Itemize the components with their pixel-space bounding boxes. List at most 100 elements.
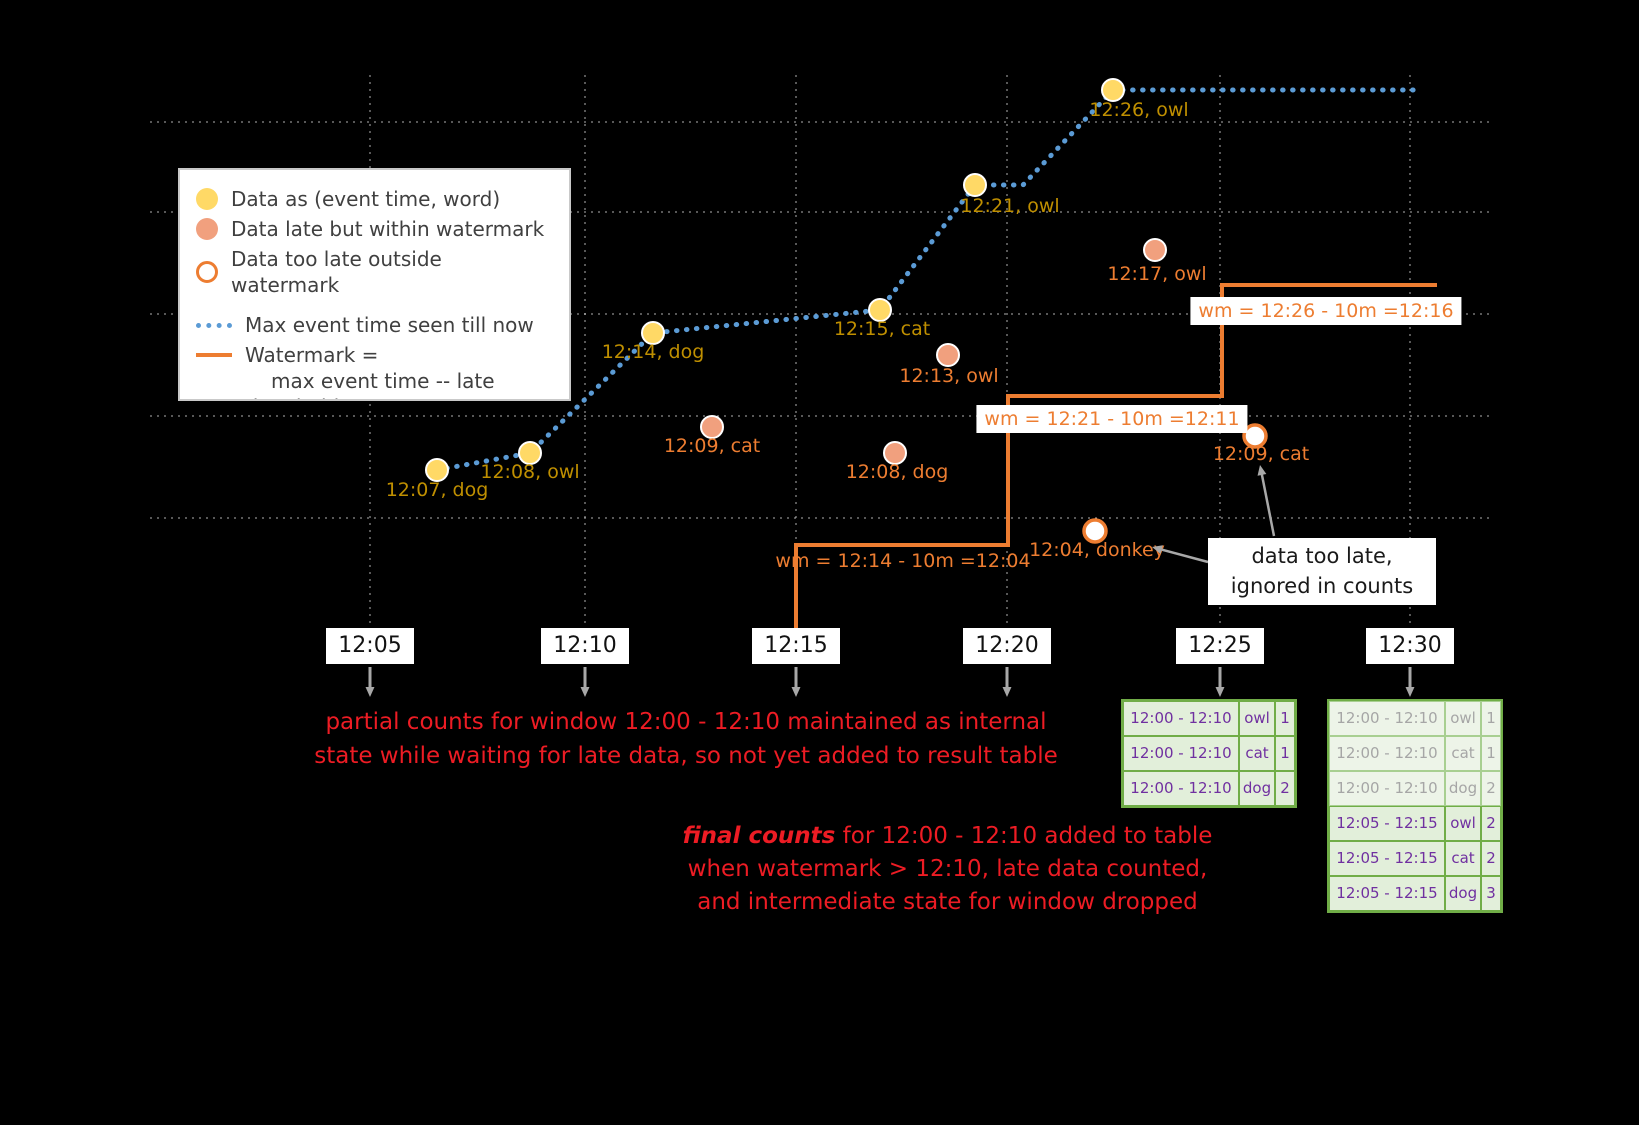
legend-item-late: Data late but within watermark (196, 216, 553, 242)
on-time-data-point (868, 298, 892, 322)
on-time-data-point-label: 12:14, dog (602, 341, 705, 363)
processing-time-tick: 12:05 (326, 628, 414, 664)
result-cell-window: 12:05 - 12:15 (1329, 876, 1445, 911)
too-late-data-point (1242, 423, 1268, 449)
result-cell-window: 12:00 - 12:10 (1329, 736, 1445, 771)
too-late-data-point-label: 12:04, donkey (1029, 539, 1165, 561)
legend-item-too-late: Data too late outside watermark (196, 246, 553, 298)
too-late-data-point (1082, 518, 1108, 544)
processing-time-tick: 12:20 (963, 628, 1051, 664)
result-cell-count: 2 (1481, 841, 1501, 876)
result-cell-count: 2 (1481, 806, 1501, 841)
legend-item-on-time: Data as (event time, word) (196, 186, 553, 212)
legend-label-late: Data late but within watermark (231, 217, 545, 241)
legend-label-too-late: Data too late outside watermark (231, 247, 442, 297)
result-cell-count: 1 (1275, 701, 1295, 736)
result-cell-word: dog (1445, 771, 1481, 806)
result-cell-count: 2 (1481, 771, 1501, 806)
result-cell-window: 12:00 - 12:10 (1123, 771, 1239, 806)
result-cell-word: owl (1239, 701, 1275, 736)
watermark-label-line1: Watermark = (245, 343, 379, 367)
processing-time-tick: 12:30 (1366, 628, 1454, 664)
callout-arrow-head (1152, 545, 1163, 554)
callout-arrow (1157, 547, 1209, 564)
tick-arrow-head (365, 686, 375, 697)
final-note-line3: and intermediate state for window droppe… (697, 889, 1198, 915)
processing-time-tick: 12:25 (1176, 628, 1264, 664)
watermark-label-line2: max event time -- late threshold (245, 369, 495, 399)
partial-note-line1: partial counts for window 12:00 - 12:10 … (325, 709, 1047, 735)
legend-item-watermark: Watermark = max event time -- late thres… (196, 342, 553, 399)
too-late-dot-icon (196, 261, 218, 283)
watermark-line (794, 283, 1437, 632)
legend: Data as (event time, word) Data late but… (178, 168, 571, 401)
result-cell-word: owl (1445, 806, 1481, 841)
processing-time-tick: 12:10 (541, 628, 629, 664)
on-time-data-point (641, 321, 665, 345)
callout-line2: ignored in counts (1230, 574, 1414, 598)
on-time-data-point (1101, 78, 1125, 102)
callout-arrow (1259, 470, 1276, 537)
final-counts-note: final counts for 12:00 - 12:10 added to … (680, 820, 1215, 919)
result-cell-window: 12:00 - 12:10 (1329, 771, 1445, 806)
late-data-point-label: 12:09, cat (664, 435, 760, 457)
on-time-dot-icon (196, 188, 218, 210)
final-counts-emphasis: final counts (682, 823, 836, 849)
result-cell-count: 3 (1481, 876, 1501, 911)
watermark-value-label: wm = 12:26 - 10m =12:16 (1190, 297, 1462, 325)
callout-line1: data too late, (1251, 544, 1393, 568)
legend-label-max-event: Max event time seen till now (245, 313, 534, 337)
result-cell-count: 1 (1481, 736, 1501, 771)
legend-label-on-time: Data as (event time, word) (231, 187, 501, 211)
late-data-point (700, 415, 724, 439)
final-note-line1-rest: for 12:00 - 12:10 added to table (835, 823, 1213, 849)
on-time-data-point (518, 441, 542, 465)
on-time-data-point (963, 173, 987, 197)
processing-time-tick: 12:15 (752, 628, 840, 664)
late-dot-icon (196, 218, 218, 240)
on-time-data-point (425, 458, 449, 482)
tick-arrow-head (580, 686, 590, 697)
late-data-point (1143, 238, 1167, 262)
on-time-data-point-label: 12:08, owl (480, 461, 579, 483)
too-late-data-point-label: 12:09, cat (1213, 443, 1309, 465)
result-cell-window: 12:00 - 12:10 (1329, 701, 1445, 736)
max-event-time-line (434, 87, 1423, 473)
result-cell-window: 12:05 - 12:15 (1329, 806, 1445, 841)
result-cell-word: cat (1239, 736, 1275, 771)
final-note-line2: when watermark > 12:10, late data counte… (687, 856, 1208, 882)
late-data-point-label: 12:17, owl (1107, 263, 1206, 285)
result-cell-word: dog (1239, 771, 1275, 806)
partial-note-line2: state while waiting for late data, so no… (314, 743, 1058, 769)
callout-arrow-head (1257, 465, 1267, 476)
late-data-point-label: 12:08, dog (846, 461, 949, 483)
watermark-value-label: wm = 12:14 - 10m =12:04 (775, 550, 1031, 572)
late-data-point (883, 441, 907, 465)
late-data-point-label: 12:13, owl (899, 365, 998, 387)
final-note-line1: final counts for 12:00 - 12:10 added to … (680, 820, 1215, 853)
result-cell-count: 1 (1481, 701, 1501, 736)
result-cell-count: 2 (1275, 771, 1295, 806)
tick-arrow-head (1002, 686, 1012, 697)
result-cell-window: 12:00 - 12:10 (1123, 701, 1239, 736)
result-cell-word: cat (1445, 841, 1481, 876)
dotted-line-icon (196, 322, 232, 328)
on-time-data-point-label: 12:21, owl (960, 195, 1059, 217)
on-time-data-point-label: 12:26, owl (1089, 99, 1188, 121)
legend-label-watermark: Watermark = max event time -- late thres… (245, 342, 553, 399)
result-cell-word: cat (1445, 736, 1481, 771)
watermark-value-label: wm = 12:21 - 10m =12:11 (976, 405, 1248, 433)
